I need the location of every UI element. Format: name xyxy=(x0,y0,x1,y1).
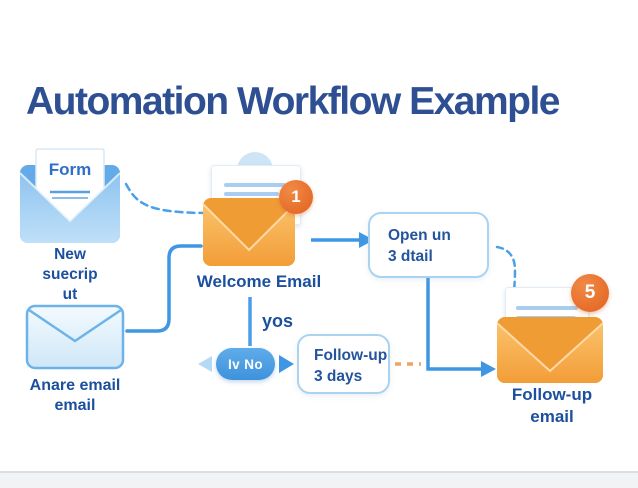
elbow-connector-anotheremail-to-welcome xyxy=(125,244,203,333)
welcome-node-caption: Welcome Email xyxy=(196,272,322,291)
form-paper-label: Form xyxy=(48,160,92,179)
welcome-badge: 1 xyxy=(279,180,313,214)
followup-envelope-front xyxy=(497,323,603,383)
welcome-badge-count: 1 xyxy=(291,187,301,206)
another-envelope-flap xyxy=(28,308,122,343)
followup-envelope-icon xyxy=(496,317,604,383)
form-envelope-crease xyxy=(19,172,121,223)
form-caption-line1: New xyxy=(54,246,86,263)
welcome-envelope-crease xyxy=(202,203,296,252)
form-envelope-front xyxy=(20,173,120,243)
another-email-envelope-icon xyxy=(25,304,125,370)
page-title: Automation Workflow Example xyxy=(26,80,561,123)
open-condition-line2: 3 dtail xyxy=(388,248,433,265)
another-envelope-body xyxy=(25,304,125,370)
another-email-caption-line1: Anare email xyxy=(29,377,121,394)
followup-delay-box: Follow-up 3 days xyxy=(297,334,390,394)
followup-email-caption-line2: email xyxy=(530,407,574,426)
arrowhead-openbox-to-followupemail xyxy=(481,361,496,377)
form-node-caption: New suecrip ut xyxy=(15,245,125,305)
welcome-envelope-front xyxy=(203,204,295,266)
yes-branch-label: yos xyxy=(262,311,294,331)
dashed-connector-form-to-welcome xyxy=(124,182,210,215)
if-no-pill-label: Iv No xyxy=(227,356,263,372)
welcome-envelope-icon xyxy=(202,198,296,266)
form-caption-line2: suecrip xyxy=(42,266,98,283)
followup-delay-line1: Follow-up xyxy=(314,347,388,364)
followup-email-caption-line1: Follow-up xyxy=(511,385,593,404)
another-email-caption-line2: email xyxy=(54,397,96,414)
arrowhead-left-of-pill xyxy=(198,356,212,372)
if-no-pill: Iv No xyxy=(216,348,275,380)
followup-email-caption: Follow-up email xyxy=(487,384,617,428)
form-caption-line3: ut xyxy=(62,286,78,303)
bottom-divider xyxy=(0,471,638,488)
arrowhead-pill-to-followupbox xyxy=(279,355,294,373)
followup-delay-line2: 3 days xyxy=(314,368,363,385)
open-condition-line1: Open un xyxy=(388,227,451,244)
form-envelope-icon xyxy=(19,148,121,243)
followup-envelope-crease xyxy=(496,322,604,373)
followup-badge-count: 5 xyxy=(584,282,596,303)
open-condition-box: Open un 3 dtail xyxy=(368,212,489,278)
another-email-caption: Anare email email xyxy=(10,376,140,416)
arrowhead-welcome-to-openbox xyxy=(359,232,374,248)
followup-badge: 5 xyxy=(571,274,609,312)
elbow-connector-openbox-to-followupemail xyxy=(426,277,481,371)
